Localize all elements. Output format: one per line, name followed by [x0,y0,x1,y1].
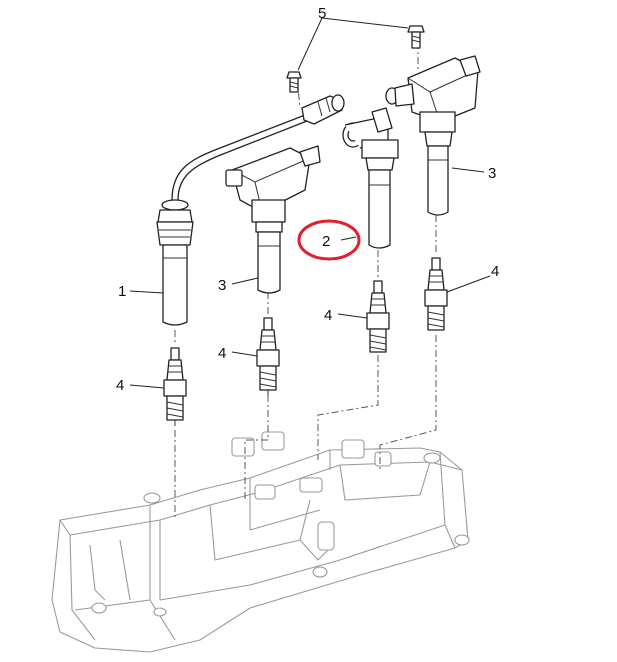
spark-plug-2 [256,317,280,396]
spark-plug-1 [163,347,187,426]
coil-1-lead-boot [156,199,194,326]
callouts: 5 1 3 2 3 4 4 4 4 [116,5,499,394]
bolt-right [407,25,425,49]
callout-4-plug-4: 4 [491,263,499,280]
spark-plug-4 [424,257,448,331]
callout-4-plug-1: 4 [116,377,124,394]
bolt-left [286,71,302,93]
highlight-circle [297,219,361,261]
callout-4-plug-3: 4 [324,307,332,324]
callout-5: 5 [318,5,326,22]
callout-2: 2 [322,233,330,250]
callout-3-right: 3 [488,165,496,182]
spark-plug-3 [366,280,390,353]
callout-4-plug-2: 4 [218,345,226,362]
coil-3-left [225,145,321,294]
callout-3-left: 3 [218,277,226,294]
valve-cover [51,431,470,653]
leader-lines [129,17,491,389]
centre-lines [174,42,437,520]
ignition-lead [171,94,345,201]
coil-2-centre [342,107,399,249]
callout-1: 1 [118,283,126,300]
coil-3-right [385,55,481,216]
